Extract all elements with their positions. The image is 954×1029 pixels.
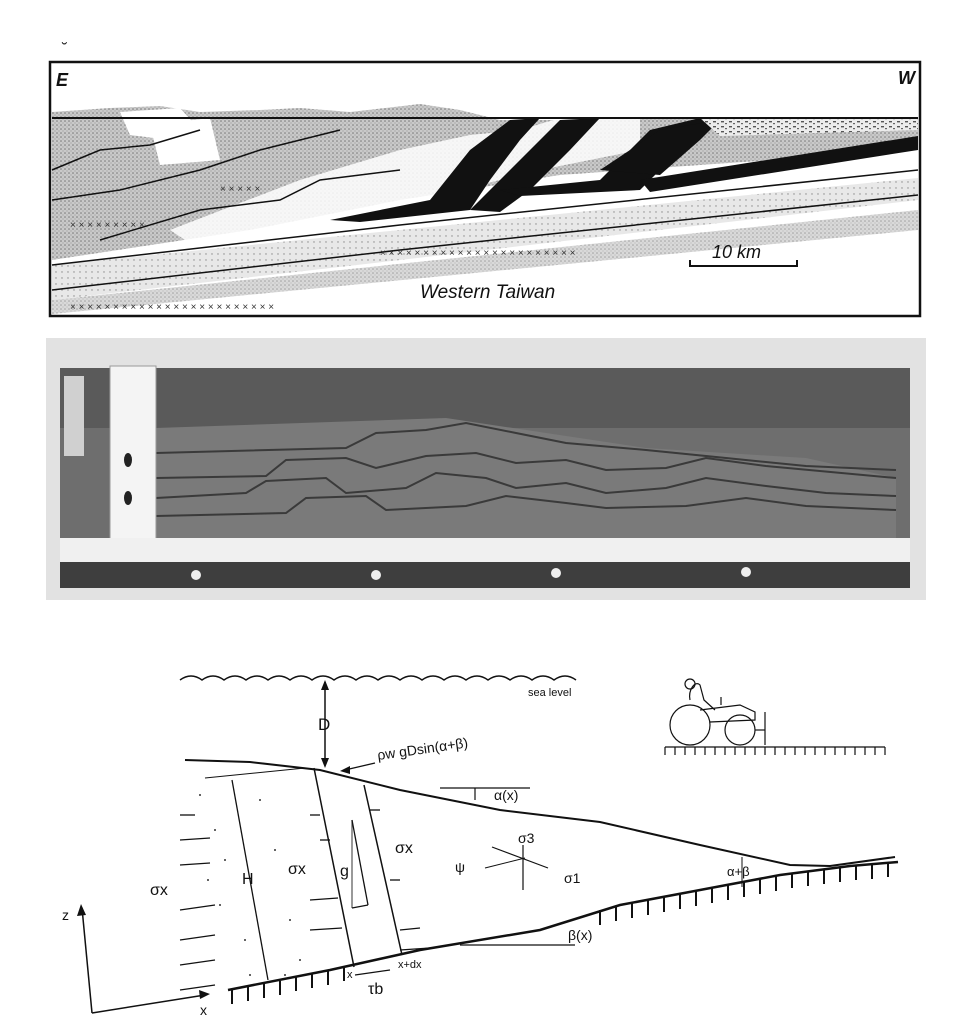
sigma-3-label: σ3: [518, 830, 535, 846]
west-label: W: [898, 68, 917, 88]
panel-wedge-diagram: sea level D ρw gDsin(α+β): [0, 640, 954, 1024]
sigma-x-left-label: σx: [150, 882, 168, 899]
sigma-x-right-label: σx: [395, 840, 413, 857]
wedge-diagram: sea level D ρw gDsin(α+β): [62, 675, 899, 1018]
alpha-label: α(x): [494, 787, 518, 803]
x-axis-label: x: [200, 1002, 207, 1018]
corner-mark: ˘: [61, 41, 67, 58]
sea-level-label: sea level: [528, 687, 571, 699]
east-label: E: [56, 70, 69, 90]
ruler: [109, 365, 157, 542]
svg-text:× × × × × × × × × × × × × × ×: × × × × × × × × × × × × × × × × × × × × …: [70, 302, 274, 313]
cross-section-drawing: ˘ × × × × × × × × × × × × × × × × × × × …: [48, 41, 922, 318]
basal-shear-label: τb: [368, 981, 383, 998]
base-hatching: [231, 862, 889, 1004]
sigma-x-arrows: [179, 809, 431, 991]
gravity-label: g: [340, 863, 349, 880]
scale-bar: [689, 260, 798, 267]
sandbox-photo: [46, 338, 926, 600]
svg-text:× × × × × × × × ×: × × × × × × × × ×: [70, 220, 145, 231]
bulldozer-icon: [664, 678, 886, 755]
x-position-label: x: [347, 969, 353, 981]
psi-label: ψ: [455, 859, 465, 875]
basement-x-marks: × × × × × × × × × × × × × × × × × × × × …: [70, 184, 576, 313]
region-label: Western Taiwan: [420, 282, 555, 303]
z-axis-label: z: [62, 907, 69, 923]
sigma-x-mid-label: σx: [288, 861, 306, 878]
beta-label: β(x): [568, 927, 592, 943]
panel-sandbox-photo: [46, 338, 926, 600]
scale-bar-label: 10 km: [712, 242, 761, 262]
panel-cross-section: ˘ × × × × × × × × × × × × × × × × × × × …: [0, 0, 954, 330]
sigma-1-label: σ1: [564, 870, 581, 886]
svg-text:× × × × × × × × × × × × × × ×: × × × × × × × × × × × × × × × × × × × × …: [380, 248, 576, 259]
sea-level-line: [179, 675, 577, 681]
x-plus-dx-label: x+dx: [398, 959, 422, 971]
taper-label: α+β: [727, 864, 750, 879]
depth-label: D: [318, 715, 330, 734]
thickness-label: H: [242, 871, 254, 888]
base-rail: [60, 562, 910, 588]
svg-text:× × × × ×: × × × × ×: [220, 184, 260, 195]
sediment-dots: [199, 794, 301, 976]
water-pressure-label: ρw gDsin(α+β): [376, 734, 469, 763]
